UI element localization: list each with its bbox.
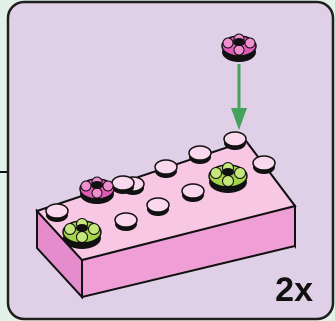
stud <box>146 197 170 216</box>
flower-plate-icon <box>62 218 102 249</box>
flower-plate-icon <box>221 33 257 62</box>
brick-studs <box>45 131 276 231</box>
flower-plate-icon <box>79 176 115 204</box>
stud <box>181 183 205 202</box>
quantity-multiplier: 2x <box>275 271 313 309</box>
down-arrow-icon <box>231 64 247 130</box>
stud <box>114 212 138 231</box>
stud <box>252 155 276 174</box>
stud <box>154 159 178 178</box>
stud <box>111 175 135 194</box>
flower-plate-icon <box>208 162 248 193</box>
stud-target <box>223 131 247 150</box>
stud <box>45 203 69 222</box>
stud <box>188 145 212 164</box>
